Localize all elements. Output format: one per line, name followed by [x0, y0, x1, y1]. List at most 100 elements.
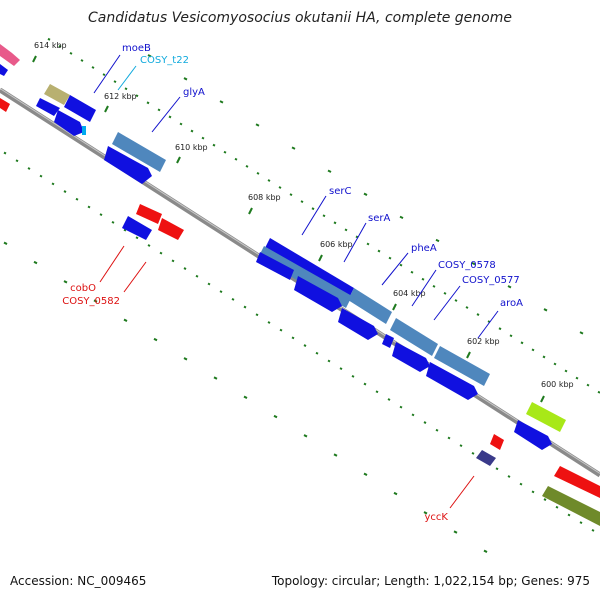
gene-blue-e[interactable]: [294, 276, 342, 312]
scale-tick: [255, 123, 260, 127]
scale-tick: [183, 357, 188, 361]
gene-steel-a[interactable]: [258, 246, 352, 308]
scale-tick: [421, 277, 425, 281]
gene-blue-g[interactable]: [392, 342, 430, 372]
scale-tick: [363, 382, 367, 386]
scale-tick: [63, 190, 67, 193]
scale-tick: [351, 374, 355, 378]
scale-tick: [113, 80, 117, 84]
trna-cosy-t22[interactable]: [82, 126, 86, 135]
scale-tick: [223, 150, 227, 154]
scale-tick: [179, 122, 183, 126]
gene-glya[interactable]: [112, 132, 166, 172]
scale-tick: [586, 383, 590, 387]
gene-blue-h[interactable]: [514, 420, 552, 450]
scale-major-tick: [392, 303, 397, 311]
gene-blue-a[interactable]: [36, 98, 60, 116]
scale-tick: [366, 242, 370, 246]
scale-tick: [333, 221, 337, 225]
scale-tick: [435, 428, 439, 432]
scale-tick: [183, 267, 187, 270]
scale-tick: [243, 305, 247, 309]
label-glya: glyA: [183, 87, 205, 98]
scale-tick: [219, 290, 223, 294]
scale-tick: [91, 66, 95, 69]
gene-red-b[interactable]: [158, 218, 184, 240]
scale-tick: [190, 129, 194, 133]
scale-tick: [3, 151, 7, 155]
gene-blue-b[interactable]: [54, 110, 84, 136]
scale-tick: [447, 436, 451, 440]
scale-tick: [377, 249, 381, 253]
scale-tick: [476, 313, 480, 316]
gene-blue-d[interactable]: [256, 252, 294, 280]
gene-olive[interactable]: [542, 486, 600, 526]
gene-khaki[interactable]: [44, 84, 70, 105]
scale-tick: [195, 274, 199, 278]
label-cosy-0578: COSY_0578: [438, 260, 496, 271]
gene-phea[interactable]: [390, 318, 438, 356]
scale-tick: [531, 490, 535, 494]
gene-lime[interactable]: [526, 402, 566, 432]
scale-tick: [267, 179, 271, 182]
gene-aroa[interactable]: [426, 362, 478, 400]
scale-tick: [303, 344, 307, 347]
gene-red-d[interactable]: [554, 466, 600, 498]
scale-tick: [213, 376, 218, 380]
label-cosy-0582: COSY_0582: [62, 296, 120, 307]
gene-cobo[interactable]: [122, 216, 152, 240]
scale-tick: [93, 299, 98, 303]
scale-tick: [575, 376, 579, 380]
label-serc: serC: [329, 186, 351, 197]
gene-blue-c[interactable]: [104, 146, 152, 184]
gene-moeb[interactable]: [64, 95, 96, 122]
scale-tick: [87, 205, 91, 209]
scale-tick: [399, 215, 404, 220]
scale-tick: [80, 59, 84, 62]
scale-tick: [327, 169, 332, 173]
scale-tick: [399, 405, 403, 409]
label-aroa: aroA: [500, 298, 523, 309]
scale-tick: [171, 259, 175, 263]
scale-tick: [135, 94, 139, 98]
scale-tick: [333, 453, 338, 457]
scale-major-tick: [176, 156, 181, 164]
scale-tick: [273, 414, 278, 419]
gene-sera[interactable]: [348, 288, 392, 324]
label-sera: serA: [368, 213, 390, 224]
scale-tick: [146, 101, 150, 105]
scale-tick: [255, 313, 259, 317]
scale-major-tick: [540, 395, 545, 403]
scale-tick: [157, 108, 161, 112]
scale-tick: [591, 528, 595, 532]
scale-tick: [219, 100, 224, 104]
gene-cosy-0577[interactable]: [382, 334, 394, 348]
gene-red-a[interactable]: [136, 204, 162, 224]
scale-tick: [393, 491, 398, 496]
gene-purple-ycck[interactable]: [476, 450, 496, 466]
gene-blue-f[interactable]: [338, 308, 378, 340]
gene-red-edge[interactable]: [0, 98, 10, 112]
gene-cosy-0578[interactable]: [434, 346, 490, 386]
scale-tick: [147, 244, 151, 247]
scale-tick: [75, 197, 79, 201]
scale-tick: [135, 236, 139, 240]
gene-pink[interactable]: [0, 44, 20, 66]
scale-tick: [519, 482, 523, 486]
scale-tick: [387, 398, 391, 401]
scale-tick: [459, 444, 463, 448]
scale-tick: [231, 297, 235, 301]
scale-tick: [256, 172, 260, 175]
gene-red-c[interactable]: [490, 434, 504, 450]
scale-tick: [471, 451, 475, 455]
scale-tick: [579, 521, 583, 525]
scale-tick: [3, 241, 8, 245]
scale-tick: [432, 284, 436, 288]
scale-tick: [303, 434, 308, 438]
scale-major-tick: [248, 207, 253, 215]
label-cosy-0577: COSY_0577: [462, 275, 520, 286]
gene-blue-edge[interactable]: [0, 64, 8, 76]
scale-tick: [39, 174, 43, 178]
scale-tick: [509, 334, 513, 338]
